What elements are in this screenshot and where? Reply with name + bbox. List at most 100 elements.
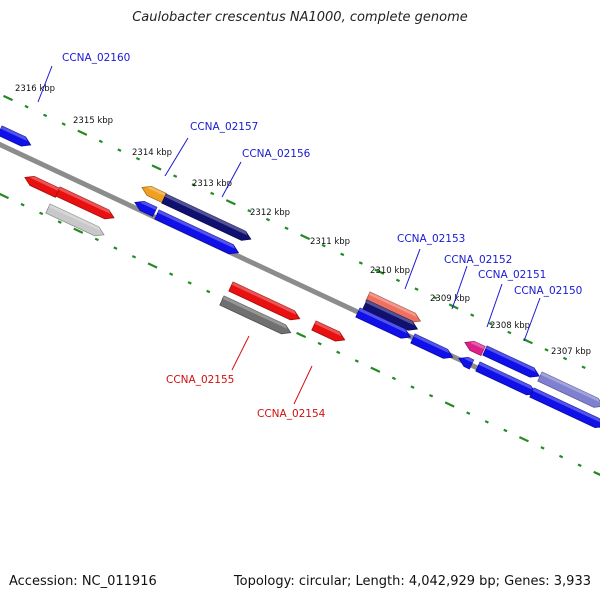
- label-leader: [523, 297, 541, 342]
- outer-scale-tick: [151, 164, 162, 171]
- inner-scale-tick: [370, 366, 381, 373]
- gene-blue-edge-highlight: [532, 388, 600, 423]
- gene-blue-right-highlight: [413, 334, 450, 354]
- inner-scale-tick: [131, 255, 137, 259]
- gene-lightgray-highlight: [48, 204, 101, 231]
- inner-scale-tick: [484, 420, 489, 424]
- gene-ccna-02156-highlight: [164, 194, 248, 236]
- gene-label: CCNA_02154: [257, 408, 326, 420]
- accession-text: Accession: NC_011916: [9, 574, 157, 589]
- gene-ccna-02160-highlight: [0, 126, 28, 142]
- gene-ccna-02152-highlight: [470, 341, 486, 350]
- gene-red-long-body: [55, 186, 115, 220]
- label-leader: [451, 265, 468, 310]
- gene-ccna-02150-highlight: [540, 372, 600, 403]
- gene-red-left-highlight: [30, 176, 60, 191]
- inner-scale-tick: [466, 411, 471, 415]
- scale-label: 2314 kbp: [132, 148, 172, 158]
- gene-ccna-02152-body: [464, 340, 486, 357]
- gene-blue-tiny: [458, 356, 475, 370]
- inner-scale-tick: [73, 227, 84, 234]
- gene-label: CCNA_02150: [514, 285, 582, 297]
- gene-red-long: [55, 186, 115, 220]
- inner-scale-tick: [444, 401, 455, 408]
- gene-ccna-02154-gray-body: [219, 295, 292, 335]
- gene-ccna-02156-body: [161, 193, 252, 241]
- gene-blue-right-body: [410, 333, 454, 359]
- inner-scale-tick: [354, 359, 359, 363]
- outer-scale-tick: [191, 183, 196, 187]
- outer-scale-tick: [284, 226, 289, 231]
- outer-scale-tick: [117, 148, 122, 152]
- label-leaders: [37, 65, 541, 405]
- gene-ccna-02151-highlight: [485, 346, 536, 373]
- scale-label: 2308 kbp: [490, 321, 530, 331]
- scale-label: 2310 kbp: [370, 266, 410, 276]
- gene-blue-long-body: [154, 209, 240, 255]
- gene-ccna-02155: [228, 281, 301, 321]
- outer-scale-tick: [358, 261, 363, 265]
- outer-scale-tick: [507, 330, 512, 335]
- gene-ccna-02151: [482, 345, 540, 378]
- scale-label: 2307 kbp: [551, 347, 591, 357]
- gene-blue-long-highlight: [157, 210, 235, 249]
- gene-ccna-02154-highlight: [314, 321, 342, 337]
- inner-scale-tick: [317, 341, 322, 346]
- gene-navy-mid-highlight: [365, 300, 414, 326]
- gene-red-left: [24, 175, 61, 198]
- outer-scale-tick: [488, 322, 493, 326]
- gene-ccna-02160-body: [0, 125, 32, 147]
- inner-scale-tick: [57, 220, 62, 224]
- outer-scale-tick: [43, 113, 48, 118]
- gene-label: CCNA_02155: [166, 374, 234, 386]
- inner-scale-tick: [540, 446, 545, 450]
- outer-scale-tick: [61, 122, 66, 126]
- inner-scale-tick: [518, 436, 529, 443]
- outer-scale-tick: [247, 209, 252, 213]
- inner-scale-tick: [187, 281, 192, 285]
- gene-blue-mid-body: [355, 307, 412, 339]
- inner-scale-tick: [428, 394, 434, 398]
- outer-scale-tick: [225, 199, 236, 206]
- gene-ccna-02157-body: [141, 185, 168, 204]
- gene-ccna-02152: [464, 340, 486, 357]
- label-leader: [293, 365, 313, 405]
- gene-label: CCNA_02160: [62, 52, 130, 64]
- gene-ccna-02154-body: [311, 320, 346, 342]
- gene-ccna-02154: [311, 320, 346, 342]
- outer-scale-tick: [414, 287, 419, 291]
- outer-scale-tick: [98, 139, 103, 144]
- gene-ccna-02155-highlight: [231, 282, 297, 315]
- outer-scale-tick: [581, 365, 586, 370]
- gene-ccna-02153-highlight: [368, 292, 417, 318]
- label-leader: [404, 248, 421, 290]
- gene-blue-right: [410, 333, 454, 359]
- scale-label: 2316 kbp: [15, 84, 55, 94]
- outer-scale-tick: [395, 278, 401, 283]
- gene-ccna-02156: [161, 193, 252, 241]
- outer-scale-tick: [77, 129, 88, 136]
- scale-label: 2312 kbp: [250, 208, 290, 218]
- inner-scale-tick: [410, 385, 415, 389]
- gene-blue-small-body: [134, 200, 158, 217]
- outer-scale-tick: [24, 104, 29, 109]
- inner-scale-tick: [20, 202, 25, 207]
- gene-label: CCNA_02153: [397, 233, 465, 245]
- outer-scale-tick: [470, 313, 475, 317]
- gene-ccna-02157: [141, 185, 168, 204]
- outer-scale-tick: [340, 252, 345, 257]
- gene-label: CCNA_02157: [190, 121, 258, 133]
- gene-label: CCNA_02151: [478, 269, 546, 281]
- gene-blue-tiny-highlight: [464, 357, 474, 363]
- gene-ccna-02153-body: [365, 291, 422, 323]
- inner-scale-tick: [113, 246, 118, 250]
- gene-navy-mid-body: [362, 299, 419, 331]
- inner-scale-tick: [206, 289, 211, 294]
- genome-summary: Topology: circular; Length: 4,042,929 bp…: [233, 574, 591, 589]
- inner-scale-tick: [94, 237, 99, 242]
- label-leader: [221, 161, 242, 198]
- gene-lightgray: [45, 203, 105, 237]
- outer-scale-tick: [374, 268, 385, 275]
- gene-label: CCNA_02152: [444, 254, 512, 266]
